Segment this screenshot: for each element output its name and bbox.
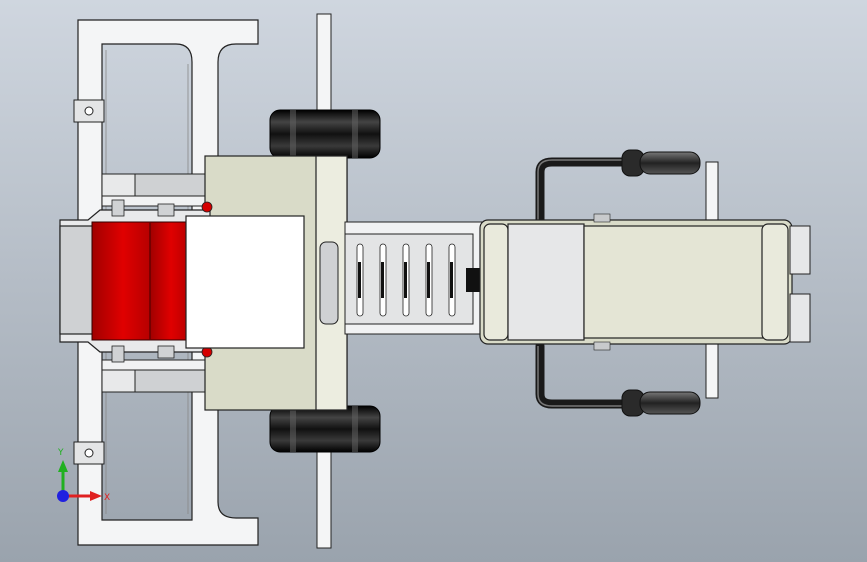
coordinate-triad: Y X	[57, 448, 110, 503]
grip-bottom[interactable]	[621, 389, 701, 417]
wheel-bottom[interactable]	[269, 405, 381, 453]
roller-bolts	[111, 199, 213, 363]
grip-top[interactable]	[621, 149, 701, 177]
x-axis-label: X	[104, 493, 110, 503]
rear-clip-top[interactable]	[789, 225, 811, 275]
axle-hub[interactable]	[319, 241, 339, 325]
z-axis-dot	[57, 490, 69, 502]
y-axis-label: Y	[57, 448, 64, 458]
rear-clip-bottom[interactable]	[789, 293, 811, 343]
rear-body-bolts	[593, 213, 611, 351]
vented-shaft[interactable]	[344, 221, 486, 335]
cover-block[interactable]	[185, 215, 305, 349]
wheel-top[interactable]	[269, 109, 381, 159]
handle-loop[interactable]	[535, 157, 653, 409]
red-roller[interactable]	[91, 221, 193, 341]
shaft-connector	[466, 268, 482, 292]
slot-shadows	[358, 262, 453, 298]
frame-bracket-bottom[interactable]	[73, 441, 105, 465]
upper-arm[interactable]	[101, 173, 211, 207]
handle-loop-highlight	[537, 159, 648, 407]
frame-bracket-top[interactable]	[73, 99, 105, 123]
rear-body[interactable]	[479, 219, 793, 345]
lower-arm[interactable]	[101, 359, 211, 393]
